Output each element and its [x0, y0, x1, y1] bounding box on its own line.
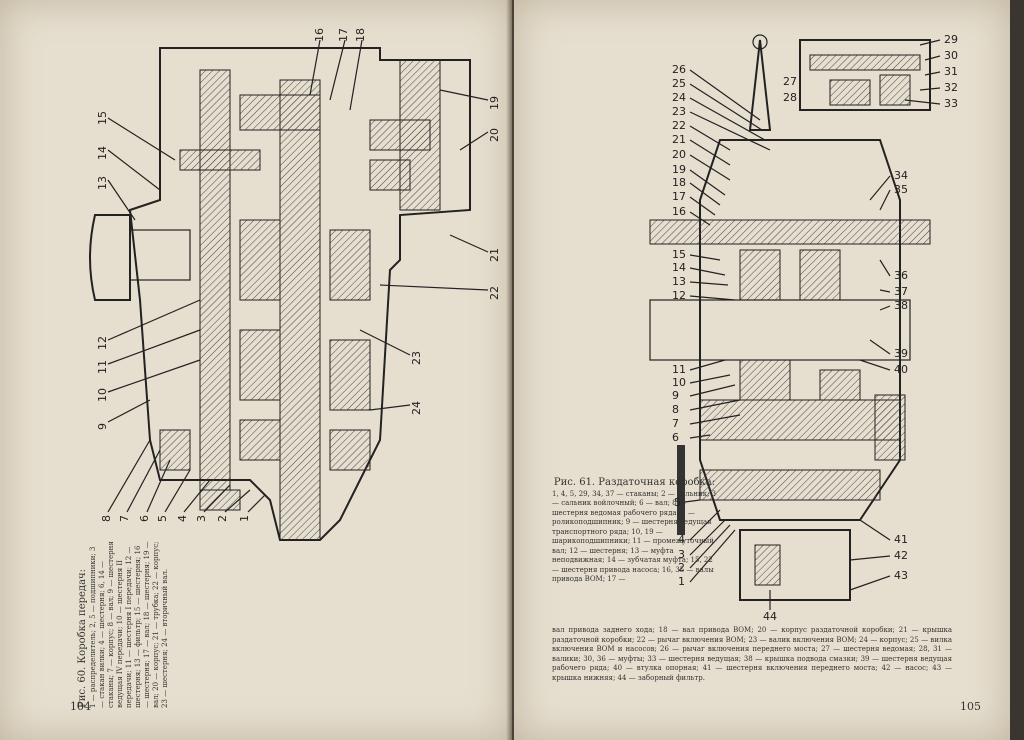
callout-7: 7	[672, 417, 679, 430]
callout-4: 4	[678, 533, 685, 546]
right-page: 26 25 24 23 22 21 20 19 18 17 16 15 14 1…	[514, 0, 1010, 740]
callout-23: 23	[410, 351, 423, 365]
callout-6: 6	[138, 515, 151, 522]
callout-5: 5	[674, 496, 681, 509]
callout-31: 31	[944, 65, 958, 78]
callout-34: 34	[894, 169, 908, 182]
figure-61-legend-continued: вал привода заднего хода; 18 — вал приво…	[552, 626, 952, 682]
callout-13: 13	[672, 275, 686, 288]
callout-17: 17	[337, 28, 350, 42]
callout-32: 32	[944, 81, 958, 94]
callout-3: 3	[678, 548, 685, 561]
callout-1: 1	[678, 575, 685, 588]
callout-16: 16	[313, 28, 326, 42]
callout-21: 21	[672, 133, 686, 146]
callout-8: 8	[100, 515, 113, 522]
callout-35: 35	[894, 183, 908, 196]
callout-26: 26	[672, 63, 686, 76]
callout-39: 39	[894, 347, 908, 360]
gearbox-drawing: 1 2 3 4 5 6 7 8 9 10 11 12 13 14 15 16 1…	[89, 28, 501, 541]
callout-41: 41	[894, 533, 908, 546]
callout-43: 43	[894, 569, 908, 582]
callout-27: 27	[783, 75, 797, 88]
callout-22: 22	[672, 119, 686, 132]
callout-21: 21	[488, 248, 501, 262]
callout-37: 37	[894, 285, 908, 298]
callout-15: 15	[672, 248, 686, 261]
page-number-left: 104	[70, 700, 91, 713]
callout-29: 29	[944, 33, 958, 46]
figure-61-title: Рис. 61. Раздаточная коробка:	[553, 477, 716, 488]
callout-7: 7	[118, 515, 131, 522]
callout-42: 42	[894, 549, 908, 562]
callout-12: 12	[96, 336, 109, 350]
callout-44: 44	[763, 610, 777, 623]
callout-40: 40	[894, 363, 908, 376]
callout-10: 10	[672, 376, 686, 389]
callout-17: 17	[672, 190, 686, 203]
callout-23: 23	[672, 105, 686, 118]
callout-16: 16	[672, 205, 686, 218]
callout-18: 18	[354, 28, 367, 42]
callout-14: 14	[672, 261, 686, 274]
callout-20: 20	[672, 148, 686, 161]
callout-12: 12	[672, 289, 686, 302]
callout-6: 6	[672, 431, 679, 444]
callout-2: 2	[216, 515, 229, 522]
figure-61-legend: 1, 4, 5, 29, 34, 37 — стаканы; 2 — сальн…	[552, 489, 717, 584]
callout-24: 24	[672, 91, 686, 104]
figure-60-title: Рис. 60. Коробка передач:	[77, 568, 88, 708]
page-number-right: 105	[960, 700, 981, 713]
callout-38: 38	[894, 299, 908, 312]
callout-20: 20	[488, 128, 501, 142]
callout-30: 30	[944, 49, 958, 62]
callout-15: 15	[96, 111, 109, 125]
figure-61-caption: Рис. 61. Раздаточная коробка: 1, 4, 5, 2…	[552, 478, 717, 585]
callout-18: 18	[672, 176, 686, 189]
callout-11: 11	[672, 363, 686, 376]
callout-24: 24	[410, 401, 423, 415]
callout-19: 19	[488, 96, 501, 110]
callout-1: 1	[238, 515, 251, 522]
callout-8: 8	[672, 403, 679, 416]
callout-33: 33	[944, 97, 958, 110]
callout-22: 22	[488, 286, 501, 300]
callout-25: 25	[672, 77, 686, 90]
callout-5: 5	[156, 515, 169, 522]
figure-60-legend: 1 — распределитель; 2, 5 — подшипники; 3…	[89, 541, 169, 708]
figure-60-caption: Рис. 60. Коробка передач: 1 — распредели…	[77, 538, 170, 708]
callout-4: 4	[176, 515, 189, 522]
callout-19: 19	[672, 163, 686, 176]
callout-11: 11	[96, 360, 109, 374]
left-page: 1 2 3 4 5 6 7 8 9 10 11 12 13 14 15 16 1…	[0, 0, 514, 740]
callout-2: 2	[678, 561, 685, 574]
callout-3: 3	[195, 515, 208, 522]
transfer-case-drawing: 26 25 24 23 22 21 20 19 18 17 16 15 14 1…	[649, 33, 958, 623]
callout-13: 13	[96, 176, 109, 190]
book-edge	[1010, 0, 1024, 740]
callout-36: 36	[894, 269, 908, 282]
callout-10: 10	[96, 388, 109, 402]
callout-14: 14	[96, 146, 109, 160]
callout-28: 28	[783, 91, 797, 104]
callout-9: 9	[96, 423, 109, 430]
callout-9: 9	[672, 389, 679, 402]
